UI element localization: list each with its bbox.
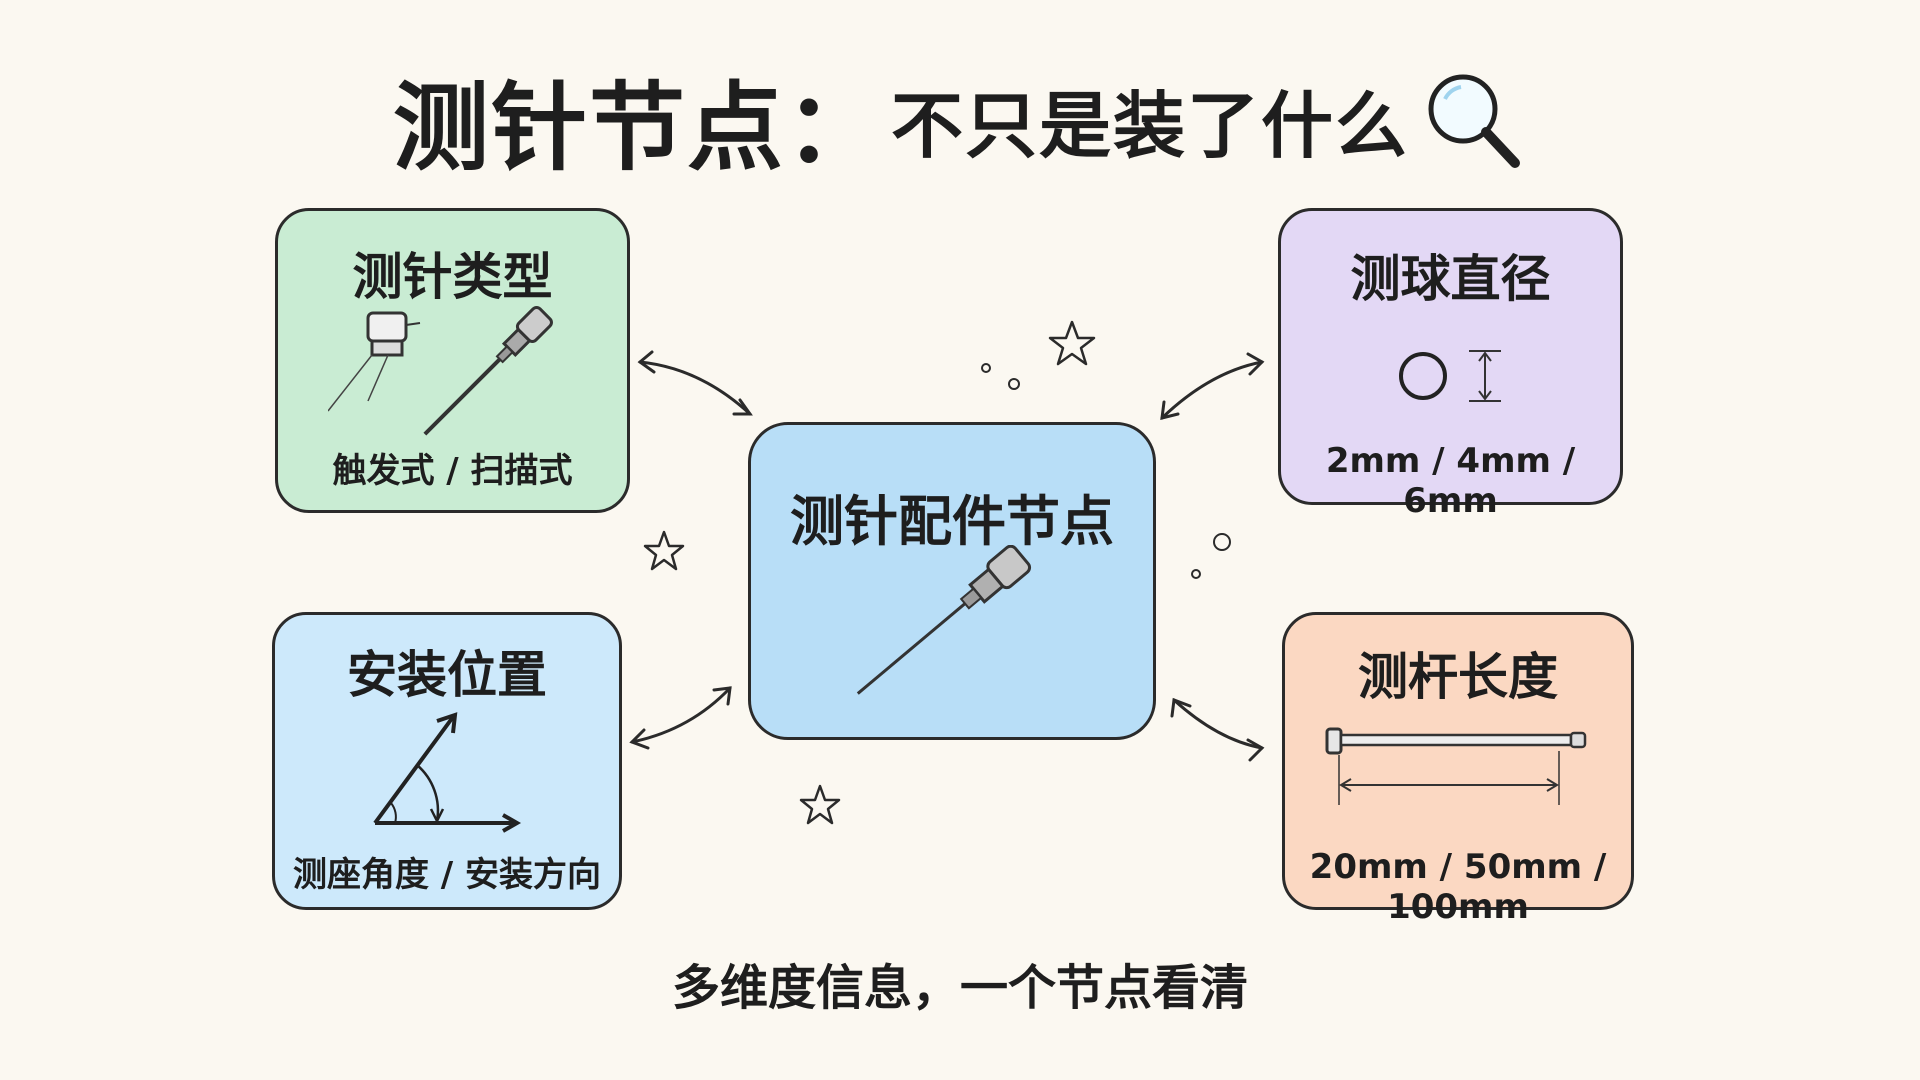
title-sub: 不只是装了什么 — [890, 84, 1409, 168]
probe-type-icon — [328, 306, 553, 436]
arrow-ball-diameter — [1160, 360, 1264, 420]
angle-icon — [373, 712, 522, 833]
center-node[interactable]: 测针配件节点 — [748, 422, 1156, 740]
card-title: 测球直径 — [1350, 250, 1551, 308]
dot-icon — [981, 363, 991, 373]
center-node-label: 测针配件节点 — [790, 490, 1114, 553]
card-probe-type[interactable]: 测针类型 触发式 / 扫描式 — [275, 208, 630, 513]
card-caption: 触发式 / 扫描式 — [332, 451, 573, 491]
card-title: 安装位置 — [347, 646, 547, 704]
star-icon — [643, 530, 685, 571]
trigger-probe-icon — [423, 306, 553, 436]
star-icon — [1048, 320, 1096, 366]
arrow-stem-length — [1172, 698, 1264, 750]
card-title: 测针类型 — [352, 248, 553, 306]
title-main: 测针节点： — [392, 72, 883, 184]
star-icon — [799, 784, 841, 825]
card-title: 测杆长度 — [1358, 648, 1558, 706]
footer-tagline: 多维度信息，一个节点看清 — [671, 960, 1248, 1016]
arrow-probe-type — [638, 360, 752, 416]
magnifier-icon — [1428, 74, 1520, 168]
card-stem-length[interactable]: 测杆长度 20mm / 50mm / 100mm — [1282, 612, 1634, 927]
dot-icon — [1191, 569, 1201, 579]
stem-icon — [1325, 727, 1587, 805]
dot-icon — [1008, 378, 1020, 390]
page-title: 测针节点： 不只是装了什么 — [0, 50, 1920, 189]
card-caption: 2mm / 4mm / 6mm — [1325, 441, 1576, 521]
probe-icon — [856, 545, 1032, 695]
scanning-probe-icon — [328, 311, 421, 412]
card-ball-diameter[interactable]: 测球直径 2mm / 4mm / 6mm — [1278, 208, 1623, 521]
card-mount-position[interactable]: 安装位置 测座角度 / 安装方向 — [272, 612, 622, 910]
arrow-mount-position — [630, 686, 732, 744]
dot-icon — [1213, 533, 1231, 551]
ball-icon — [1399, 350, 1501, 402]
card-caption: 20mm / 50mm / 100mm — [1309, 847, 1607, 927]
card-caption: 测座角度 / 安装方向 — [292, 855, 602, 895]
